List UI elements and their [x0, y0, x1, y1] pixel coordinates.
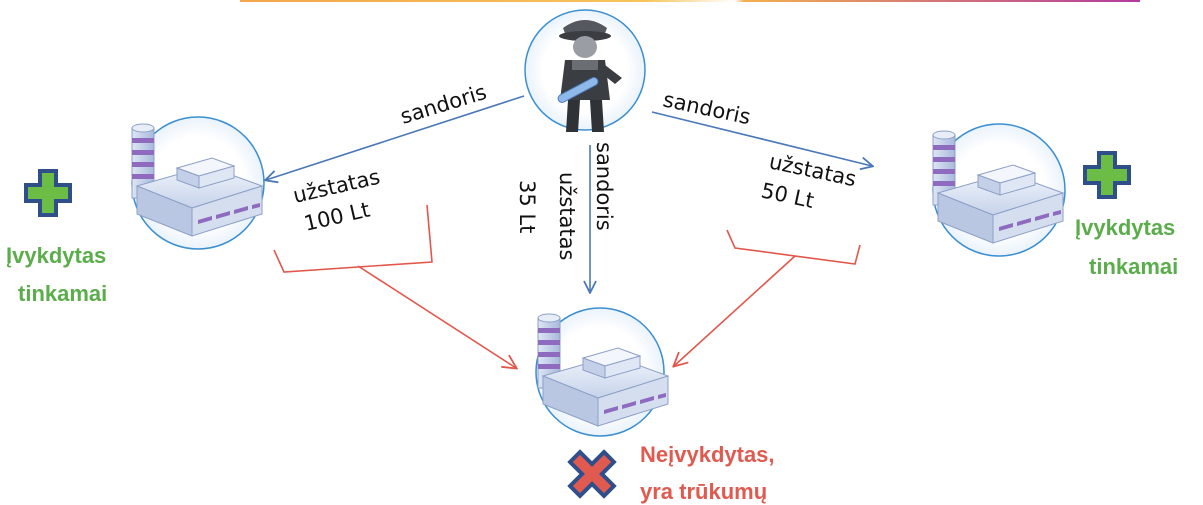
cross-icon [567, 449, 617, 499]
bottom-status-line1: Neįvykdytas, [640, 442, 775, 467]
right-deposit-bracket [726, 229, 861, 265]
right-factory-node [932, 123, 1066, 257]
center-deal-label: sandoris [592, 142, 616, 231]
right-status-line2: tinkamai [1089, 254, 1178, 279]
left-status-line2: tinkamai [18, 281, 107, 306]
left-deposit-label: užstatas [291, 165, 383, 208]
deal-arrow-right [651, 111, 872, 166]
right-forfeit-arrow [674, 255, 796, 366]
right-amount-label: 50 Lt [759, 178, 816, 213]
bottom-factory-node [535, 307, 669, 437]
left-status-line1: Įvykdytas [6, 243, 106, 268]
right-deal-label: sandoris [661, 87, 753, 129]
center-deposit-label: užstatas [555, 172, 579, 260]
left-forfeit-arrow [357, 265, 516, 368]
plus-icon [24, 169, 72, 217]
top-accent-bar [240, 0, 1140, 2]
center-amount-label: 35 Lt [515, 180, 539, 233]
left-deposit-bracket [273, 204, 433, 273]
left-factory-node [131, 116, 265, 250]
person-node [524, 9, 646, 132]
plus-icon [1083, 151, 1131, 199]
bottom-status-line2: yra trūkumų [640, 479, 767, 504]
deal-arrow-left [266, 95, 525, 180]
person-with-baton-icon [557, 20, 622, 132]
right-status-line1: Įvykdytas [1075, 215, 1175, 240]
